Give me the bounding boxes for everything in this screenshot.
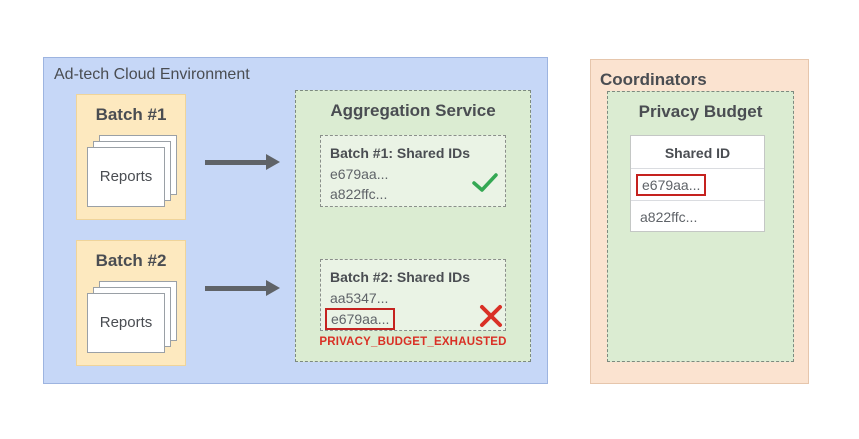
batch-1-box: Batch #1 Reports: [76, 94, 186, 220]
batch-1-shared-ids-title: Batch #1: Shared IDs: [330, 145, 471, 161]
shared-id-row: e679aa...: [330, 166, 389, 182]
batch-1-shared-ids-box: Batch #1: Shared IDs e679aa... a822ffc..…: [320, 135, 506, 207]
reports-stack: Reports: [87, 147, 165, 207]
duplicate-shared-id: e679aa...: [325, 308, 396, 330]
highlighted-shared-id: e679aa...: [636, 174, 707, 196]
table-header-label: Shared ID: [664, 145, 731, 161]
aggregation-service-title: Aggregation Service: [330, 101, 496, 120]
table-row: a822ffc...: [631, 201, 764, 232]
reports-stack: Reports: [87, 293, 165, 353]
shared-id-row: aa5347...: [330, 290, 389, 306]
privacy-budget: Privacy Budget Shared ID e679aa... a822f…: [607, 91, 794, 362]
arrow-batch-1-shaft: [205, 160, 267, 165]
privacy-budget-exhausted-error: PRIVACY_BUDGET_EXHAUSTED: [319, 336, 507, 348]
batch-2-title: Batch #2: [95, 251, 167, 270]
coordinators: Coordinators Privacy Budget Shared ID e6…: [590, 59, 809, 384]
batch-2-box: Batch #2 Reports: [76, 240, 186, 366]
adtech-title: Ad-tech Cloud Environment: [54, 66, 250, 83]
reports-label: Reports: [99, 168, 153, 185]
batch-1-title: Batch #1: [95, 105, 167, 124]
reports-label: Reports: [99, 314, 153, 331]
batch-2-shared-ids-box: Batch #2: Shared IDs aa5347... e679aa...: [320, 259, 506, 331]
cross-icon: [480, 305, 502, 327]
aggregation-service: Aggregation Service Batch #1: Shared IDs…: [295, 90, 531, 362]
arrow-batch-2-head: [266, 280, 280, 296]
shared-id-table: Shared ID e679aa... a822ffc...: [630, 135, 765, 232]
shared-id-cell: a822ffc...: [640, 209, 698, 225]
batch-2-shared-ids-title: Batch #2: Shared IDs: [330, 269, 471, 285]
arrow-batch-1-head: [266, 154, 280, 170]
shared-id-row: a822ffc...: [330, 186, 388, 202]
privacy-budget-title: Privacy Budget: [638, 102, 763, 121]
check-icon: [472, 173, 498, 192]
coordinators-title: Coordinators: [600, 70, 707, 89]
table-header: Shared ID: [631, 136, 764, 169]
table-row: e679aa...: [631, 169, 764, 201]
arrow-batch-2-shaft: [205, 286, 267, 291]
